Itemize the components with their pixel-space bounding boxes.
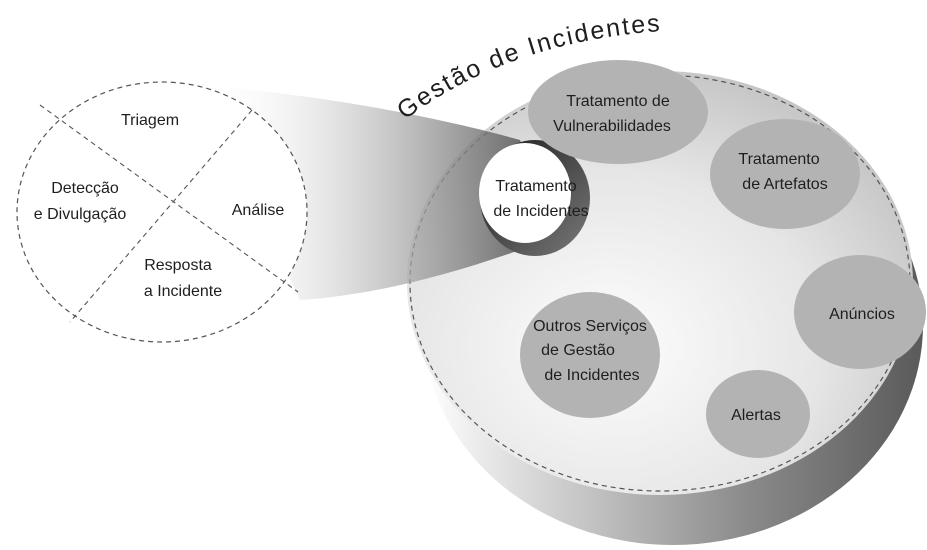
- detection-label-line1: Detecção: [51, 180, 119, 197]
- response-label-line1: Resposta: [144, 257, 212, 274]
- detail-divider-2: [69, 109, 253, 323]
- artifact-handling-label-line1: Tratamento: [738, 151, 819, 168]
- incident-handling-label-line1: Tratamento: [495, 178, 576, 195]
- artifact-handling-label-line2: de Artefatos: [742, 176, 827, 193]
- triage-label: Triagem: [121, 112, 179, 129]
- alerts-label: Alertas: [731, 407, 781, 424]
- other-services-label-line2: de Gestão: [541, 342, 615, 359]
- detail-circle: [16, 81, 308, 343]
- analysis-label: Análise: [232, 202, 285, 219]
- other-services-label-line3: de Incidentes: [544, 367, 639, 384]
- announcements-label: Anúncios: [829, 306, 895, 323]
- incident-handling-label-line2: de Incidentes: [493, 203, 588, 220]
- detection-label-line2: e Divulgação: [34, 206, 127, 223]
- alerts-bubble: [706, 370, 810, 458]
- vulnerability-handling-label-line1: Tratamento de: [566, 93, 670, 110]
- announcements-bubble: [794, 255, 926, 369]
- other-services-bubble: [520, 292, 660, 418]
- response-label-line2: a Incidente: [144, 283, 222, 300]
- incident-handling-detail: [16, 81, 308, 343]
- detail-divider-1: [39, 104, 299, 293]
- vulnerability-handling-bubble: [528, 60, 708, 164]
- vulnerability-handling-label-line2: Vulnerabilidades: [553, 118, 671, 135]
- other-services-label-line1: Outros Serviços: [533, 318, 647, 335]
- artifact-handling-bubble: [710, 119, 860, 229]
- incident-handling-hole: [479, 140, 590, 256]
